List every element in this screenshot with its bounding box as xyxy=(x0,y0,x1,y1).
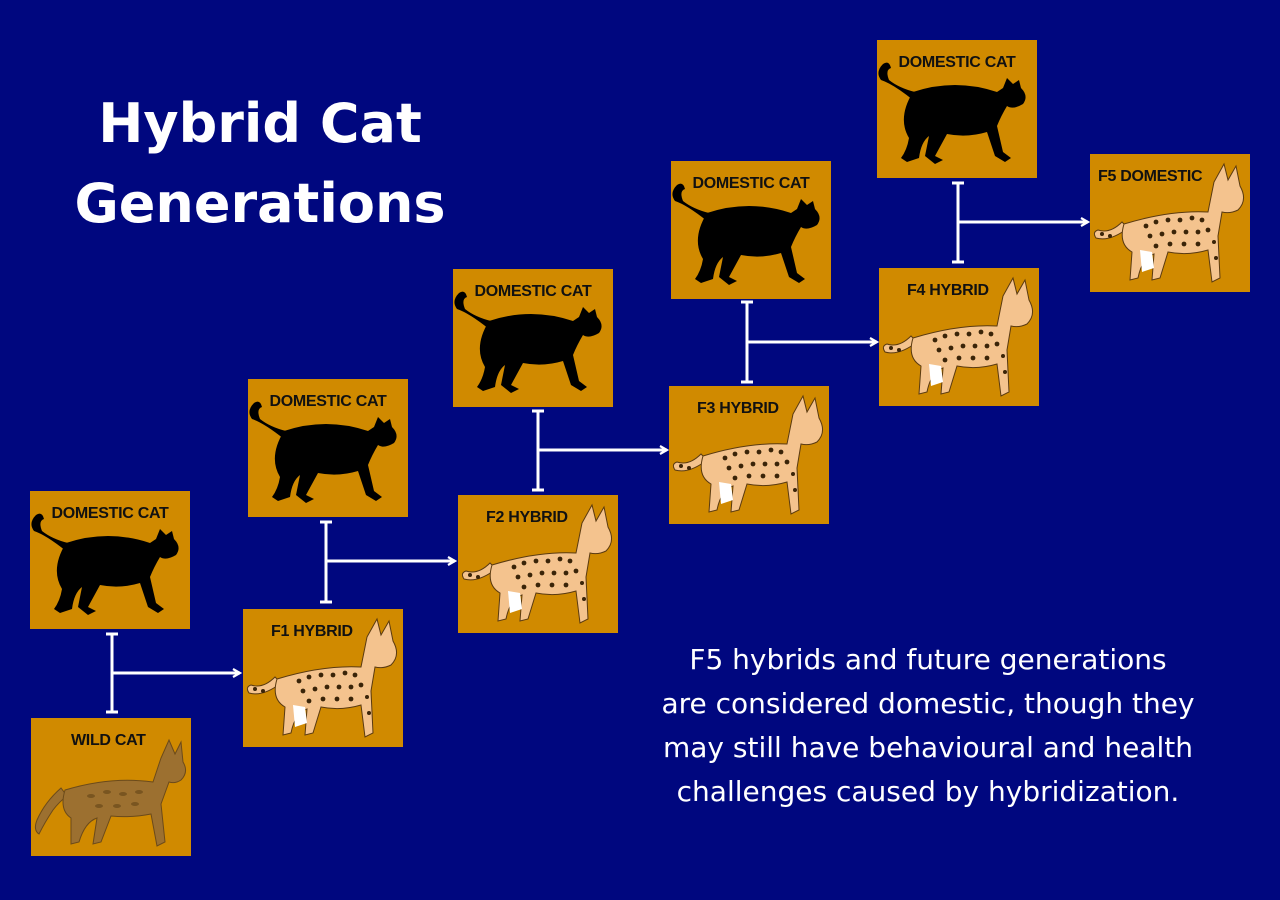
page-title: Hybrid Cat Generations xyxy=(60,84,460,244)
card-f4-hybrid: F4 HYBRID xyxy=(879,268,1039,406)
connector-f3-domestic-to-f4 xyxy=(741,300,877,384)
domestic-cat-silhouette-icon xyxy=(249,401,397,503)
note-line-3: may still have behavioural and health xyxy=(662,731,1193,764)
card-label: F2 HYBRID xyxy=(486,509,568,526)
spotted-hybrid-cat-icon xyxy=(1093,162,1244,283)
card-label: DOMESTIC CAT xyxy=(474,283,592,300)
connector-f2-domestic-to-f3 xyxy=(532,409,667,492)
card-label: F4 HYBRID xyxy=(907,282,989,299)
card-f2-hybrid: F2 HYBRID xyxy=(458,495,618,633)
domestic-cat-silhouette-icon xyxy=(31,513,179,615)
domestic-cat-silhouette-icon xyxy=(454,291,602,393)
card-label: WILD CAT xyxy=(71,732,146,749)
note-line-1: F5 hybrids and future generations xyxy=(689,643,1167,676)
connector-f4-domestic-to-f5 xyxy=(952,181,1088,264)
connector-f1-domestic-to-f2 xyxy=(320,520,455,604)
card-wild-cat: WILD CAT xyxy=(31,718,191,856)
wild-cat-icon xyxy=(34,738,187,847)
card-domestic-cat-4: DOMESTIC CAT xyxy=(671,161,831,299)
card-f5-domestic: F5 DOMESTIC xyxy=(1090,154,1250,292)
spotted-hybrid-cat-icon xyxy=(882,276,1033,397)
caption-note: F5 hybrids and future generations are co… xyxy=(648,638,1208,814)
title-line-2: Generations xyxy=(74,172,446,235)
card-label: F1 HYBRID xyxy=(271,623,353,640)
card-domestic-cat-3: DOMESTIC CAT xyxy=(453,269,613,407)
card-label: DOMESTIC CAT xyxy=(51,505,169,522)
domestic-cat-silhouette-icon xyxy=(878,62,1026,164)
card-domestic-cat-5: DOMESTIC CAT xyxy=(877,40,1037,178)
card-f1-hybrid: F1 HYBRID xyxy=(243,609,403,747)
title-line-1: Hybrid Cat xyxy=(98,92,422,155)
connector-wild-domestic-to-f1 xyxy=(106,632,240,714)
card-domestic-cat-2: DOMESTIC CAT xyxy=(248,379,408,517)
card-domestic-cat-1: DOMESTIC CAT xyxy=(30,491,190,629)
spotted-hybrid-cat-icon xyxy=(672,394,823,515)
card-label: DOMESTIC CAT xyxy=(692,175,810,192)
spotted-hybrid-cat-icon xyxy=(461,503,612,624)
note-line-2: are considered domestic, though they xyxy=(661,687,1195,720)
note-line-4: challenges caused by hybridization. xyxy=(676,775,1180,808)
card-label: F3 HYBRID xyxy=(697,400,779,417)
spotted-hybrid-cat-icon xyxy=(246,617,397,738)
card-label: F5 DOMESTIC xyxy=(1098,168,1203,185)
card-f3-hybrid: F3 HYBRID xyxy=(669,386,829,524)
domestic-cat-silhouette-icon xyxy=(672,183,820,285)
card-label: DOMESTIC CAT xyxy=(269,393,387,410)
card-label: DOMESTIC CAT xyxy=(898,54,1016,71)
